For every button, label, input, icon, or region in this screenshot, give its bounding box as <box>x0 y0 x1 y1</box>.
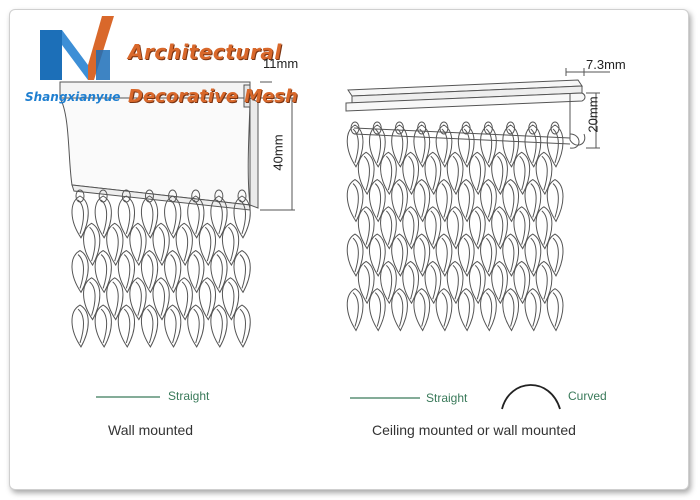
wall-mounted-drawing <box>59 81 295 211</box>
brand-name: Shangxianyue <box>25 90 121 104</box>
wall-caption: Wall mounted <box>108 422 194 438</box>
wall-dim-top-label: 11mm <box>263 56 299 71</box>
wall-dim-height-label: 40mm <box>270 134 286 171</box>
ceiling-dim-top-label: 7.3mm <box>586 57 626 72</box>
curved-legend-arc <box>501 384 561 410</box>
diagram-frame: Architectural Decorative Mesh Shangxiany… <box>9 9 689 490</box>
logo-mark <box>40 16 114 80</box>
ceiling-straight-legend: Straight <box>426 391 468 405</box>
wall-mesh <box>71 189 251 348</box>
brand-title: Architectural <box>128 40 282 64</box>
ceiling-curved-legend: Curved <box>568 389 607 403</box>
brand-subtitle: Decorative Mesh <box>128 86 298 107</box>
diagram-artwork <box>40 16 610 410</box>
ceiling-dim-height-label: 20mm <box>585 96 601 133</box>
ceiling-mounted-drawing <box>345 68 610 149</box>
ceiling-caption: Ceiling mounted or wall mounted <box>372 422 576 438</box>
wall-straight-legend: Straight <box>168 389 210 403</box>
ceiling-mesh <box>346 121 564 332</box>
